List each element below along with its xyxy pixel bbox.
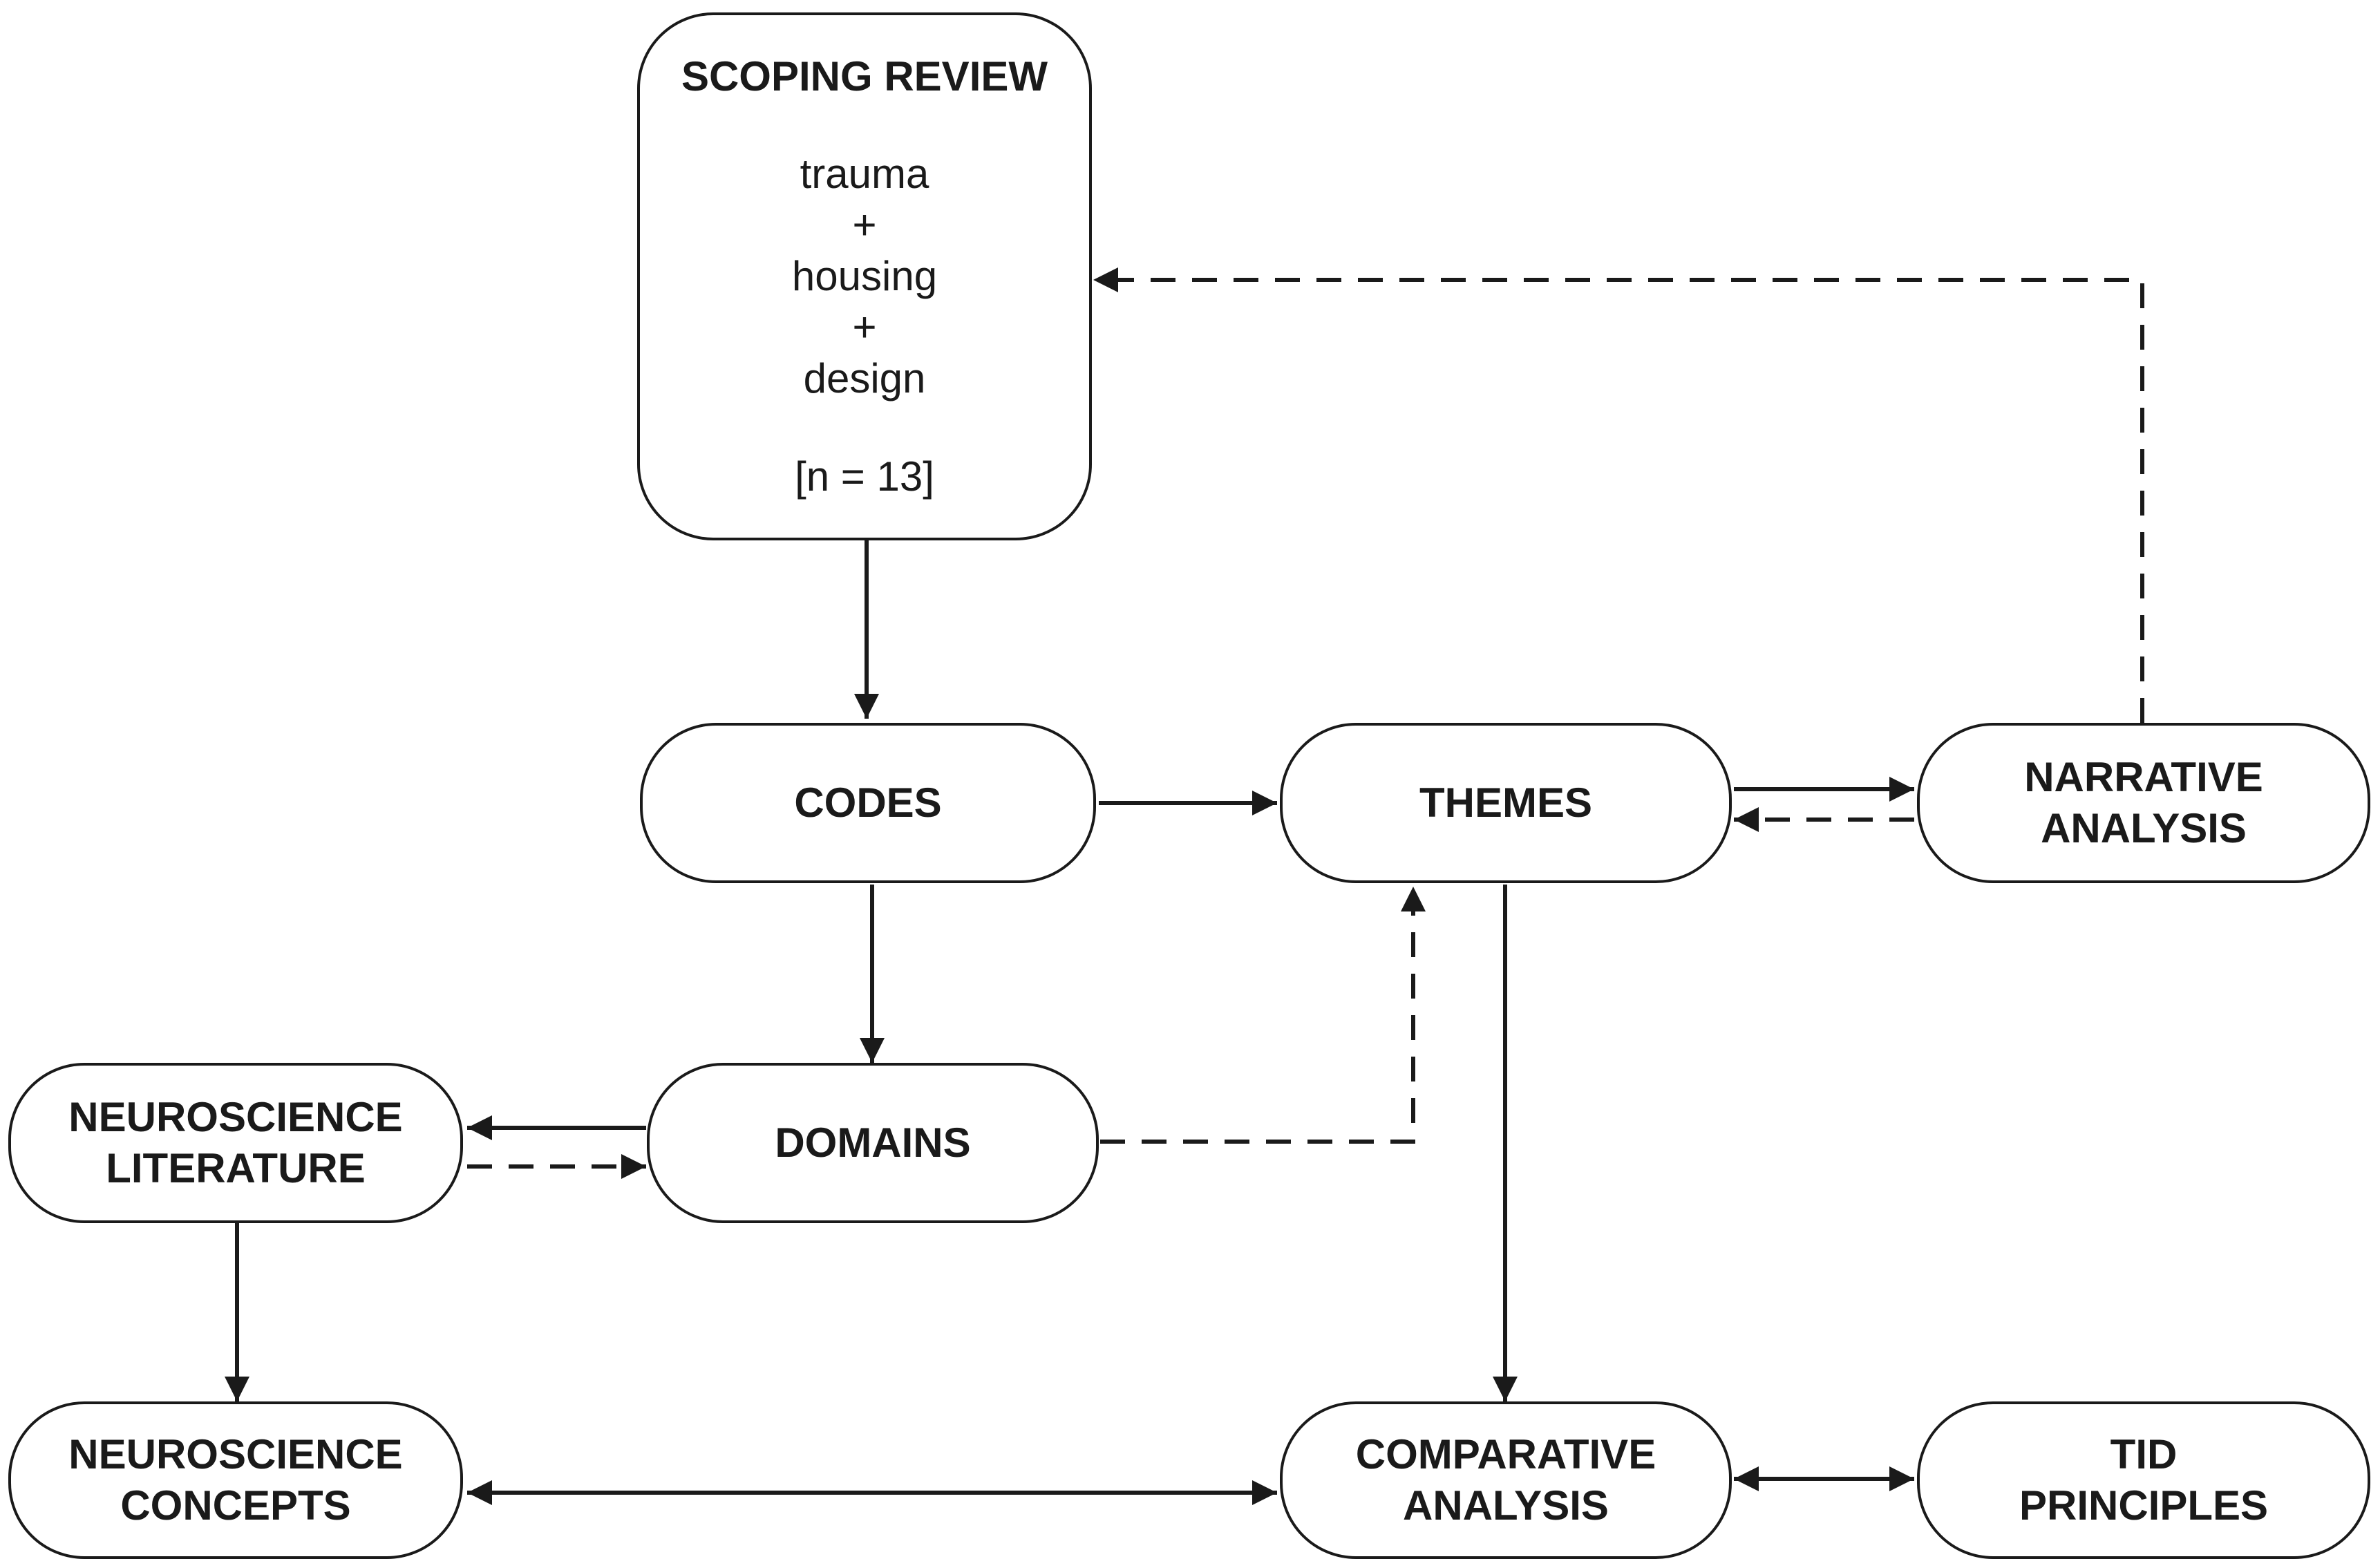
themes-label: THEMES bbox=[1419, 780, 1593, 826]
arrow-narrative-to-scoping bbox=[1093, 267, 2144, 723]
codes-label: CODES bbox=[794, 780, 942, 826]
codes-node: CODES bbox=[640, 723, 1096, 883]
arrow-domains-to-themes bbox=[1100, 887, 1426, 1144]
neuroscience-literature-node: NEUROSCIENCE LITERATURE bbox=[8, 1063, 463, 1223]
scoping-review-plus: + bbox=[852, 202, 877, 248]
neuroscience-concepts-label: NEUROSCIENCE CONCEPTS bbox=[68, 1431, 403, 1529]
narrative-analysis-label: NARRATIVE ANALYSIS bbox=[2024, 754, 2263, 851]
domains-node: DOMAINS bbox=[647, 1063, 1099, 1223]
neuroscience-concepts-node: NEUROSCIENCE CONCEPTS bbox=[8, 1401, 463, 1559]
scoping-review-node: SCOPING REVIEW trauma + housing + design… bbox=[637, 12, 1092, 540]
scoping-review-plus: + bbox=[852, 304, 877, 350]
tid-principles-label: TID PRINCIPLES bbox=[2019, 1431, 2269, 1529]
themes-node: THEMES bbox=[1280, 723, 1732, 883]
scoping-review-title: SCOPING REVIEW bbox=[681, 53, 1048, 100]
scoping-review-term: housing bbox=[791, 253, 938, 299]
comparative-analysis-node: COMPARATIVE ANALYSIS bbox=[1280, 1401, 1732, 1559]
scoping-review-term: design bbox=[803, 355, 926, 401]
neuroscience-literature-label: NEUROSCIENCE LITERATURE bbox=[68, 1094, 403, 1191]
scoping-review-count: [n = 13] bbox=[795, 453, 934, 500]
domains-label: DOMAINS bbox=[775, 1119, 971, 1166]
tid-principles-node: TID PRINCIPLES bbox=[1917, 1401, 2370, 1559]
scoping-review-term: trauma bbox=[800, 151, 929, 197]
narrative-analysis-node: NARRATIVE ANALYSIS bbox=[1917, 723, 2370, 883]
comparative-analysis-label: COMPARATIVE ANALYSIS bbox=[1355, 1431, 1656, 1529]
